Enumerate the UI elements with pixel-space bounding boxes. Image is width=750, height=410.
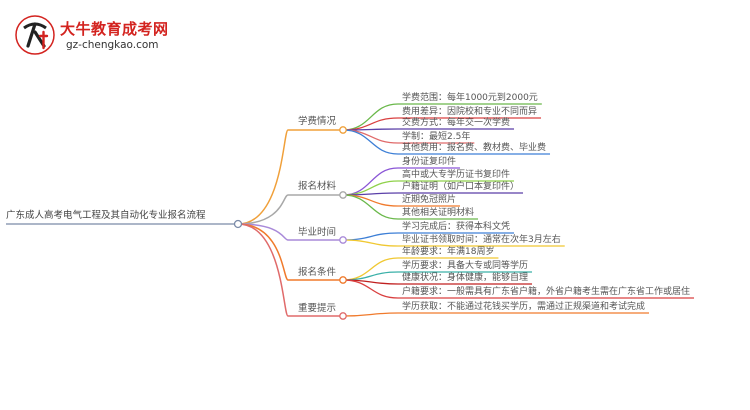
branch-connector <box>237 223 343 281</box>
branch-connector <box>237 129 343 225</box>
leaf-topic: 年龄要求：年满18周岁 <box>402 247 495 257</box>
leaf-topic: 费用差异：因院校和专业不同而异 <box>402 107 538 117</box>
leaf-connector <box>342 239 399 247</box>
branch-node <box>339 312 347 320</box>
leaf-topic: 其他相关证明材料 <box>402 208 475 218</box>
branch-topic: 毕业时间 <box>298 227 337 238</box>
branch-node <box>339 126 347 134</box>
leaf-connector <box>342 194 399 207</box>
leaf-topic: 学历要求：具备大专或同等学历 <box>402 261 529 271</box>
branch-node <box>339 276 347 284</box>
root-node <box>233 219 243 229</box>
leaf-topic: 户籍证明（如户口本复印件） <box>402 182 520 192</box>
leaf-topic: 学习完成后：获得本科文凭 <box>402 222 511 232</box>
leaf-topic: 健康状况：身体健康，能够自理 <box>402 273 529 283</box>
leaf-connector <box>342 312 399 317</box>
leaf-connector <box>342 232 399 241</box>
branch-topic: 报名材料 <box>298 181 337 192</box>
branch-topic: 报名条件 <box>298 267 337 278</box>
leaf-topic: 学制：最短2.5年 <box>402 132 471 142</box>
site-logo[interactable]: 大牛教育成考网 gz-chengkao.com <box>14 14 184 58</box>
leaf-topic: 近期免冠照片 <box>402 195 457 205</box>
leaf-connector <box>342 129 399 155</box>
branch-node <box>339 191 347 199</box>
root-topic: 广东成人高考电气工程及其自动化专业报名流程 <box>6 210 206 221</box>
brand-domain: gz-chengkao.com <box>66 39 159 51</box>
branch-topic: 学费情况 <box>298 116 337 127</box>
leaf-topic: 其他费用：报名费、教材费、毕业费 <box>402 143 547 153</box>
leaf-topic: 户籍要求：一般需具有广东省户籍，外省户籍考生需在广东省工作或居住 <box>402 287 691 297</box>
leaf-connector <box>342 194 399 220</box>
branch-node <box>339 236 347 244</box>
leaf-topic: 身份证复印件 <box>402 157 457 167</box>
leaf-topic: 交费方式：每年交一次学费 <box>402 118 511 128</box>
branch-connector <box>237 194 343 225</box>
branch-connector <box>237 223 343 241</box>
branch-connector <box>237 223 343 317</box>
leaf-topic: 学费范围：每年1000元到2000元 <box>402 93 538 103</box>
leaf-connector <box>342 117 399 131</box>
leaf-connector <box>342 103 399 131</box>
branch-topic: 重要提示 <box>298 303 337 314</box>
logo-mark-icon <box>15 15 55 55</box>
leaf-topic: 学历获取：不能通过花钱买学历，需通过正规渠道和考试完成 <box>402 302 646 312</box>
leaf-connector <box>342 279 399 299</box>
leaf-topic: 毕业证书领取时间：通常在次年3月左右 <box>402 235 561 245</box>
leaf-topic: 高中或大专学历证书复印件 <box>402 170 511 180</box>
brand-title: 大牛教育成考网 <box>60 20 169 38</box>
